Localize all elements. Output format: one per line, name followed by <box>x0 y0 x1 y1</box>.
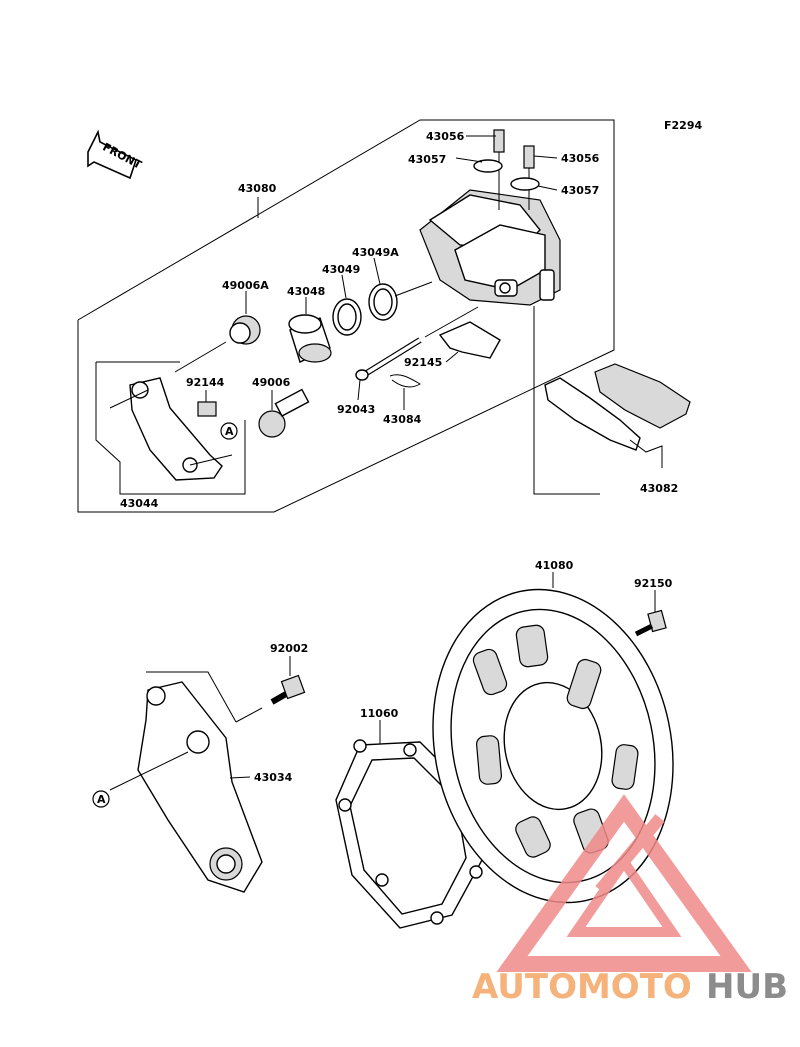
watermark-logo <box>496 794 752 972</box>
bolt-92002 <box>270 674 306 705</box>
callout-a-lower-text: A <box>97 793 106 806</box>
label-43084: 43084 <box>383 413 422 426</box>
label-43057-a: 43057 <box>408 153 446 166</box>
label-43044: 43044 <box>120 497 159 510</box>
callout-a-upper <box>220 422 238 440</box>
assembly-frame <box>77 119 615 513</box>
label-43056-b: 43056 <box>561 152 600 165</box>
pad-spring-92145 <box>438 321 501 359</box>
warning-triangle-icon <box>496 794 752 972</box>
label-92145: 92145 <box>404 356 442 369</box>
label-92002: 92002 <box>270 642 308 655</box>
caliper-mount-bracket-43034 <box>137 681 263 893</box>
bleeder-cap-1 <box>473 159 503 173</box>
label-43048: 43048 <box>287 285 325 298</box>
brake-pads-43082 <box>544 363 691 451</box>
figure-code: F2294 <box>664 119 702 132</box>
label-92150: 92150 <box>634 577 673 590</box>
label-43080: 43080 <box>238 182 277 195</box>
boot-49006 <box>258 388 310 438</box>
piston-43048 <box>288 314 332 363</box>
label-41080: 41080 <box>535 559 574 572</box>
label-49006A: 49006A <box>222 279 269 292</box>
watermark-text-part1: AUTOMOTO <box>472 967 692 1007</box>
caliper-bracket-43044 <box>109 377 233 481</box>
front-arrow-icon: FRONT <box>87 129 144 180</box>
pin-92043 <box>355 337 422 381</box>
bleeder-cap-2 <box>510 177 540 191</box>
gasket-11060 <box>335 739 483 929</box>
watermark-text-part2: HUB <box>706 967 788 1007</box>
label-43049A: 43049A <box>352 246 399 259</box>
label-43049: 43049 <box>322 263 360 276</box>
callout-a-upper-text: A <box>225 425 234 438</box>
label-11060: 11060 <box>360 707 399 720</box>
label-92043: 92043 <box>337 403 375 416</box>
shim-92144 <box>197 401 217 417</box>
clip-43084 <box>389 374 421 388</box>
label-43057-b: 43057 <box>561 184 599 197</box>
label-92144: 92144 <box>186 376 225 389</box>
caliper-body <box>419 189 561 306</box>
label-49006: 49006 <box>252 376 291 389</box>
callout-a-lower <box>92 790 110 808</box>
label-43082: 43082 <box>640 482 678 495</box>
label-43056-a: 43056 <box>426 130 465 143</box>
boot-49006A <box>229 315 261 345</box>
disc-bolt-92150 <box>634 609 667 637</box>
label-43034: 43034 <box>254 771 293 784</box>
